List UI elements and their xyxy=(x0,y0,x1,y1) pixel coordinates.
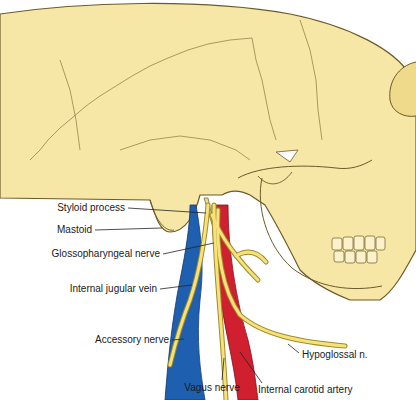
mastoid xyxy=(150,200,174,230)
nerves xyxy=(170,205,345,400)
anatomy-label: Accessory nerve xyxy=(95,334,169,346)
anatomy-label: Mastoid xyxy=(57,224,92,236)
mandible xyxy=(260,178,382,289)
arch-gap xyxy=(276,150,298,162)
anatomy-label: Hypoglossal n. xyxy=(302,349,368,361)
anatomy-label: Internal carotid artery xyxy=(258,384,353,396)
sutures xyxy=(30,20,322,160)
anatomy-label: Glossopharyngeal nerve xyxy=(52,248,160,260)
anatomy-label: Styloid process xyxy=(57,202,125,214)
anatomy-label: Vagus nerve xyxy=(184,382,239,394)
orbit-rim xyxy=(390,62,416,116)
mandible-notch xyxy=(258,172,292,184)
anatomy-label: Internal jugular vein xyxy=(70,283,157,295)
skull-outline xyxy=(0,3,416,300)
leader-lines xyxy=(95,208,299,383)
internal-jugular-vein xyxy=(165,205,205,400)
teeth xyxy=(332,236,385,263)
zygomatic-arch xyxy=(238,160,372,178)
